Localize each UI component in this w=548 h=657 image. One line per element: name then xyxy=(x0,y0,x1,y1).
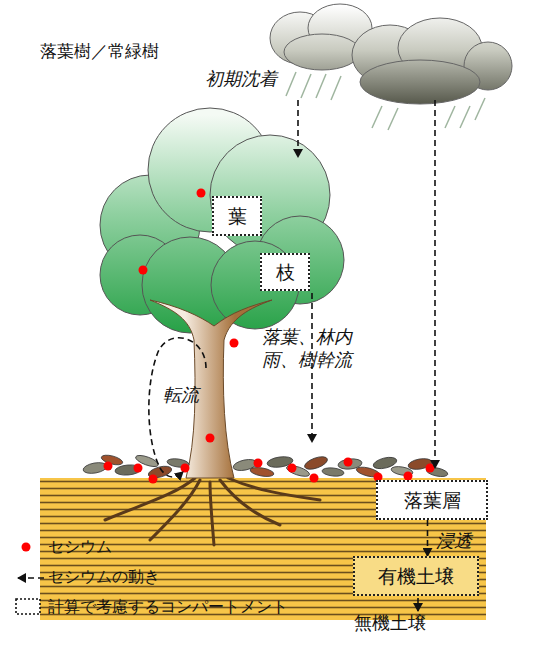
flow-arrows xyxy=(297,100,299,157)
rain xyxy=(388,108,398,130)
flow-connector xyxy=(427,520,429,556)
legend-text: セシウム xyxy=(48,537,112,556)
legend-text: セシウムの動き xyxy=(48,567,160,586)
legend-samples xyxy=(16,599,40,614)
rain xyxy=(301,74,311,98)
cesium-dots xyxy=(426,464,435,473)
flow-arrows xyxy=(149,100,435,611)
annotation-label: 初期沈着 xyxy=(205,68,277,91)
cesium-dots xyxy=(134,464,143,473)
tree-trunk xyxy=(150,300,272,478)
soil-layer xyxy=(40,478,486,620)
rain xyxy=(331,76,341,100)
compartment-name: 有機土壌 xyxy=(378,566,454,587)
annotation-label: 落葉、林内雨、樹幹流 xyxy=(262,326,357,371)
roots xyxy=(150,480,200,540)
cesium-dots xyxy=(206,434,215,443)
leaf-litter xyxy=(249,466,274,478)
flow-arrows xyxy=(434,100,436,468)
cesium-dots xyxy=(288,464,297,473)
tree-canopy xyxy=(100,108,344,333)
flow-arrows xyxy=(149,338,206,477)
roots xyxy=(105,478,195,520)
compartment-box: 枝 xyxy=(260,253,310,291)
leaf-litter xyxy=(82,461,107,475)
compartment-name: 落葉層 xyxy=(404,490,461,511)
rain xyxy=(460,106,470,128)
rain xyxy=(286,72,296,96)
edge-label: 浸透 xyxy=(436,530,472,553)
tree-trunk xyxy=(150,300,272,478)
cesium-dots xyxy=(104,462,113,471)
legend-text: 計算で考慮するコンパートメント xyxy=(48,597,288,616)
cloud xyxy=(270,4,512,104)
compartment-box: 有機土壌 xyxy=(353,556,479,596)
legend-samples xyxy=(16,578,44,614)
roots xyxy=(210,482,214,545)
legend-swatch xyxy=(22,543,31,552)
annotation-label: 無機土壌 xyxy=(354,612,426,635)
soil-layer xyxy=(40,478,486,620)
cloud xyxy=(360,60,480,104)
rain xyxy=(372,106,382,128)
cesium-dots xyxy=(310,474,319,483)
cesium-dots xyxy=(181,464,190,473)
cesium-dots xyxy=(104,189,435,484)
compartment-name: 枝 xyxy=(276,262,295,283)
legend-samples xyxy=(18,577,44,579)
roots xyxy=(105,478,320,545)
annotation-label: 転流 xyxy=(163,384,199,407)
cesium-dots xyxy=(197,189,206,198)
diagram-title: 落葉樹／常緑樹 xyxy=(40,40,159,63)
flow-arrows xyxy=(417,598,419,611)
cesium-dots xyxy=(230,339,239,348)
rain xyxy=(316,74,326,98)
cloud xyxy=(284,34,360,70)
roots xyxy=(228,478,320,500)
cesium-dots xyxy=(254,459,263,468)
leaf-litter xyxy=(82,453,448,480)
rain xyxy=(445,106,455,128)
rain xyxy=(286,72,485,130)
cesium-dots xyxy=(344,458,353,467)
compartment-box: 葉 xyxy=(212,196,262,236)
compartment-box: 落葉層 xyxy=(376,480,488,520)
rain xyxy=(475,98,485,120)
compartment-name: 葉 xyxy=(228,206,247,227)
cesium-dots xyxy=(139,266,148,275)
cesium-dots xyxy=(149,475,158,484)
tree-canopy xyxy=(256,216,344,304)
